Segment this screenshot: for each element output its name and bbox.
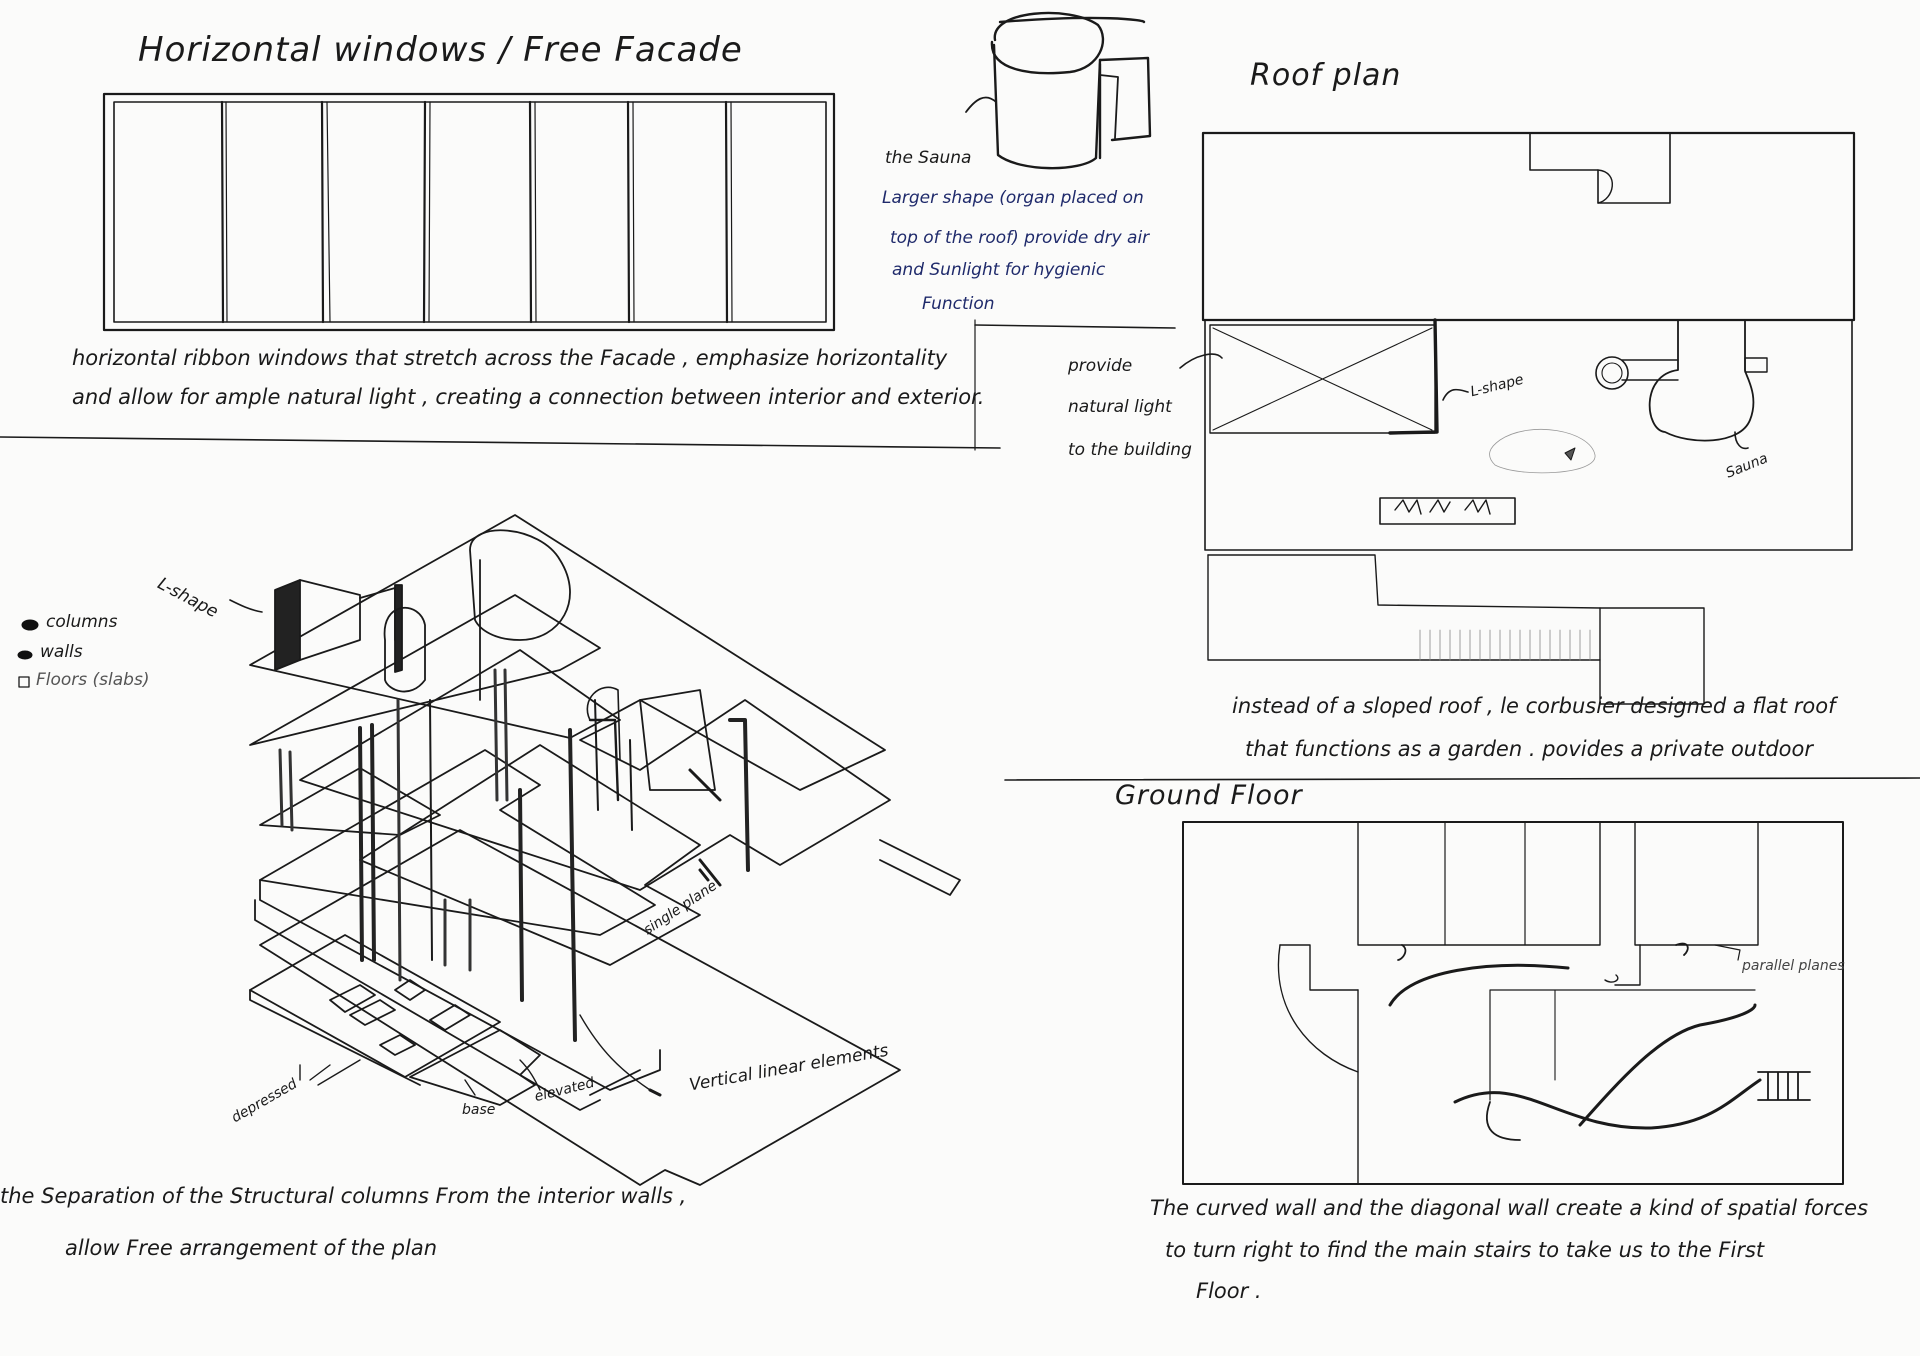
sauna-note-line2: top of the roof) provide dry air xyxy=(890,228,1150,248)
axo-note-line2: allow Free arrangement of the plan xyxy=(65,1236,438,1260)
ground-note-line3: Floor . xyxy=(1196,1279,1262,1303)
facade-title: Horizontal windows / Free Facade xyxy=(138,30,743,70)
roof-title: Roof plan xyxy=(1250,58,1402,93)
sauna-sketch xyxy=(965,11,1152,170)
legend-marks xyxy=(17,619,39,688)
roof-note-line2: that functions as a garden . povides a p… xyxy=(1245,737,1813,761)
axo-note-line1: the Separation of the Structural columns… xyxy=(0,1184,687,1208)
section-dividers xyxy=(0,319,1920,781)
roof-light-note-line1: provide xyxy=(1068,356,1133,376)
ground-parallel-label: parallel planes xyxy=(1742,958,1845,974)
sauna-note-line3: and Sunlight for hygienic xyxy=(892,260,1106,280)
sauna-label: the Sauna xyxy=(885,148,972,168)
legend-columns-label: columns xyxy=(46,612,118,632)
facade-note-line2: and allow for ample natural light , crea… xyxy=(72,385,985,409)
roof-note-line1: instead of a sloped roof , le corbusier … xyxy=(1232,694,1836,718)
legend-walls-label: walls xyxy=(40,642,83,662)
legend-floors-label: Floors (slabs) xyxy=(36,670,150,690)
roof-light-note-line3: to the building xyxy=(1068,440,1192,460)
sauna-note-line1: Larger shape (organ placed on xyxy=(882,188,1144,208)
axonometric-drawing xyxy=(229,514,961,1186)
ground-title: Ground Floor xyxy=(1115,780,1303,811)
ground-note-line2: to turn right to find the main stairs to… xyxy=(1165,1238,1765,1262)
facade-drawing xyxy=(102,92,836,332)
facade-note-line1: horizontal ribbon windows that stretch a… xyxy=(72,346,948,370)
sauna-note-line4: Function xyxy=(922,294,995,314)
axo-base-label: base xyxy=(462,1102,496,1118)
ground-floor-plan xyxy=(1182,821,1844,1185)
roof-light-note-line2: natural light xyxy=(1068,397,1172,417)
roof-plan xyxy=(1179,131,1856,705)
ground-note-line1: The curved wall and the diagonal wall cr… xyxy=(1150,1196,1869,1220)
